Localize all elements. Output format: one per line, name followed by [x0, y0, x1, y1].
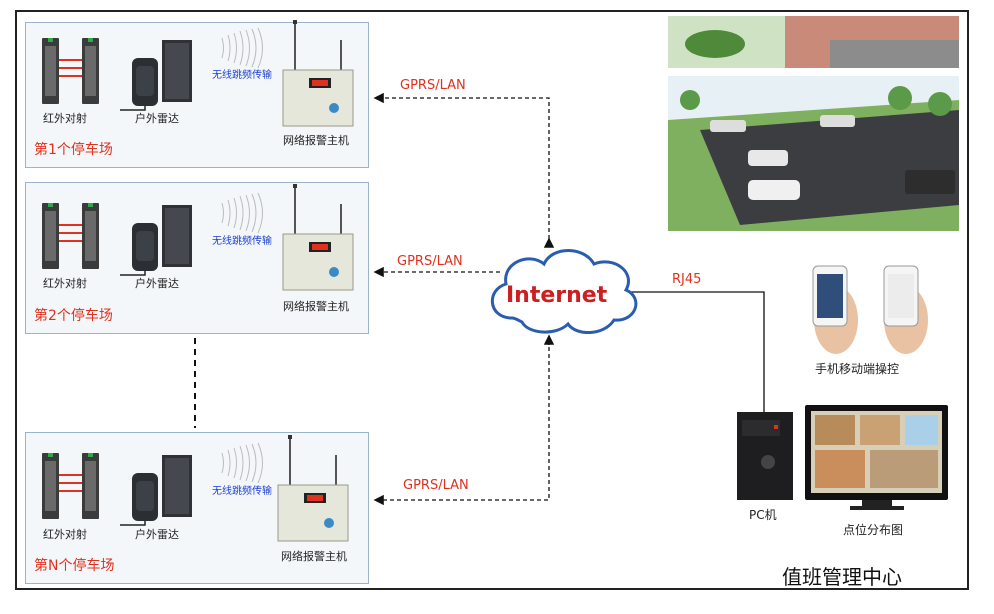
pc-tower-icon: [737, 412, 793, 500]
device1-label-2: 红外对射: [43, 277, 87, 290]
wireless-waves-icon-1: [221, 27, 263, 69]
site-label-1: 第1个停车场: [34, 142, 113, 158]
monitor-map-icon: [805, 405, 948, 510]
link-label-1: GPRS/LAN: [400, 78, 466, 93]
device2-label-n: 户外雷达: [135, 528, 179, 541]
rj45-line: [628, 291, 765, 412]
wireless-label-1: 无线跳频传输: [212, 70, 272, 81]
link-line-n: [373, 340, 550, 506]
site-label-n: 第N个停车场: [34, 558, 115, 574]
radar-icon-1: [119, 39, 193, 111]
host-label-1: 网络报警主机: [283, 134, 349, 147]
link-label-n: GPRS/LAN: [403, 478, 469, 493]
radar-icon-n: [119, 454, 193, 526]
device1-label-n: 红外对射: [43, 528, 87, 541]
pc-label: PC机: [749, 508, 777, 522]
radar-icon-2: [119, 204, 193, 276]
mobile-label: 手机移动端操控: [815, 362, 900, 376]
device2-label-2: 户外雷达: [135, 277, 179, 290]
site-label-2: 第2个停车场: [34, 308, 113, 324]
rj45-label: RJ45: [672, 272, 702, 287]
link-line-1: [373, 92, 550, 246]
device1-label-1: 红外对射: [43, 112, 87, 125]
internet-label: Internet: [506, 283, 608, 308]
infrared-beam-icon-2: [41, 202, 100, 270]
infrared-beam-icon-1: [41, 37, 100, 105]
alarm-host-icon-n: [277, 434, 349, 542]
wireless-waves-icon-2: [221, 192, 263, 234]
center-title: 值班管理中心: [782, 565, 902, 589]
parking-scene-image: [668, 16, 959, 231]
map-label: 点位分布图: [843, 523, 904, 537]
internet-cloud-icon: [490, 249, 638, 334]
wireless-label-n: 无线跳频传输: [212, 486, 272, 497]
link-label-2: GPRS/LAN: [397, 254, 463, 269]
alarm-host-icon-2: [282, 183, 354, 291]
mobile-phones-icon: [812, 265, 928, 354]
host-label-n: 网络报警主机: [281, 550, 347, 563]
wireless-waves-icon-n: [221, 442, 263, 484]
alarm-host-icon-1: [282, 19, 354, 127]
wireless-label-2: 无线跳频传输: [212, 236, 272, 247]
device2-label-1: 户外雷达: [135, 112, 179, 125]
infrared-beam-icon-n: [41, 452, 100, 520]
host-label-2: 网络报警主机: [283, 300, 349, 313]
